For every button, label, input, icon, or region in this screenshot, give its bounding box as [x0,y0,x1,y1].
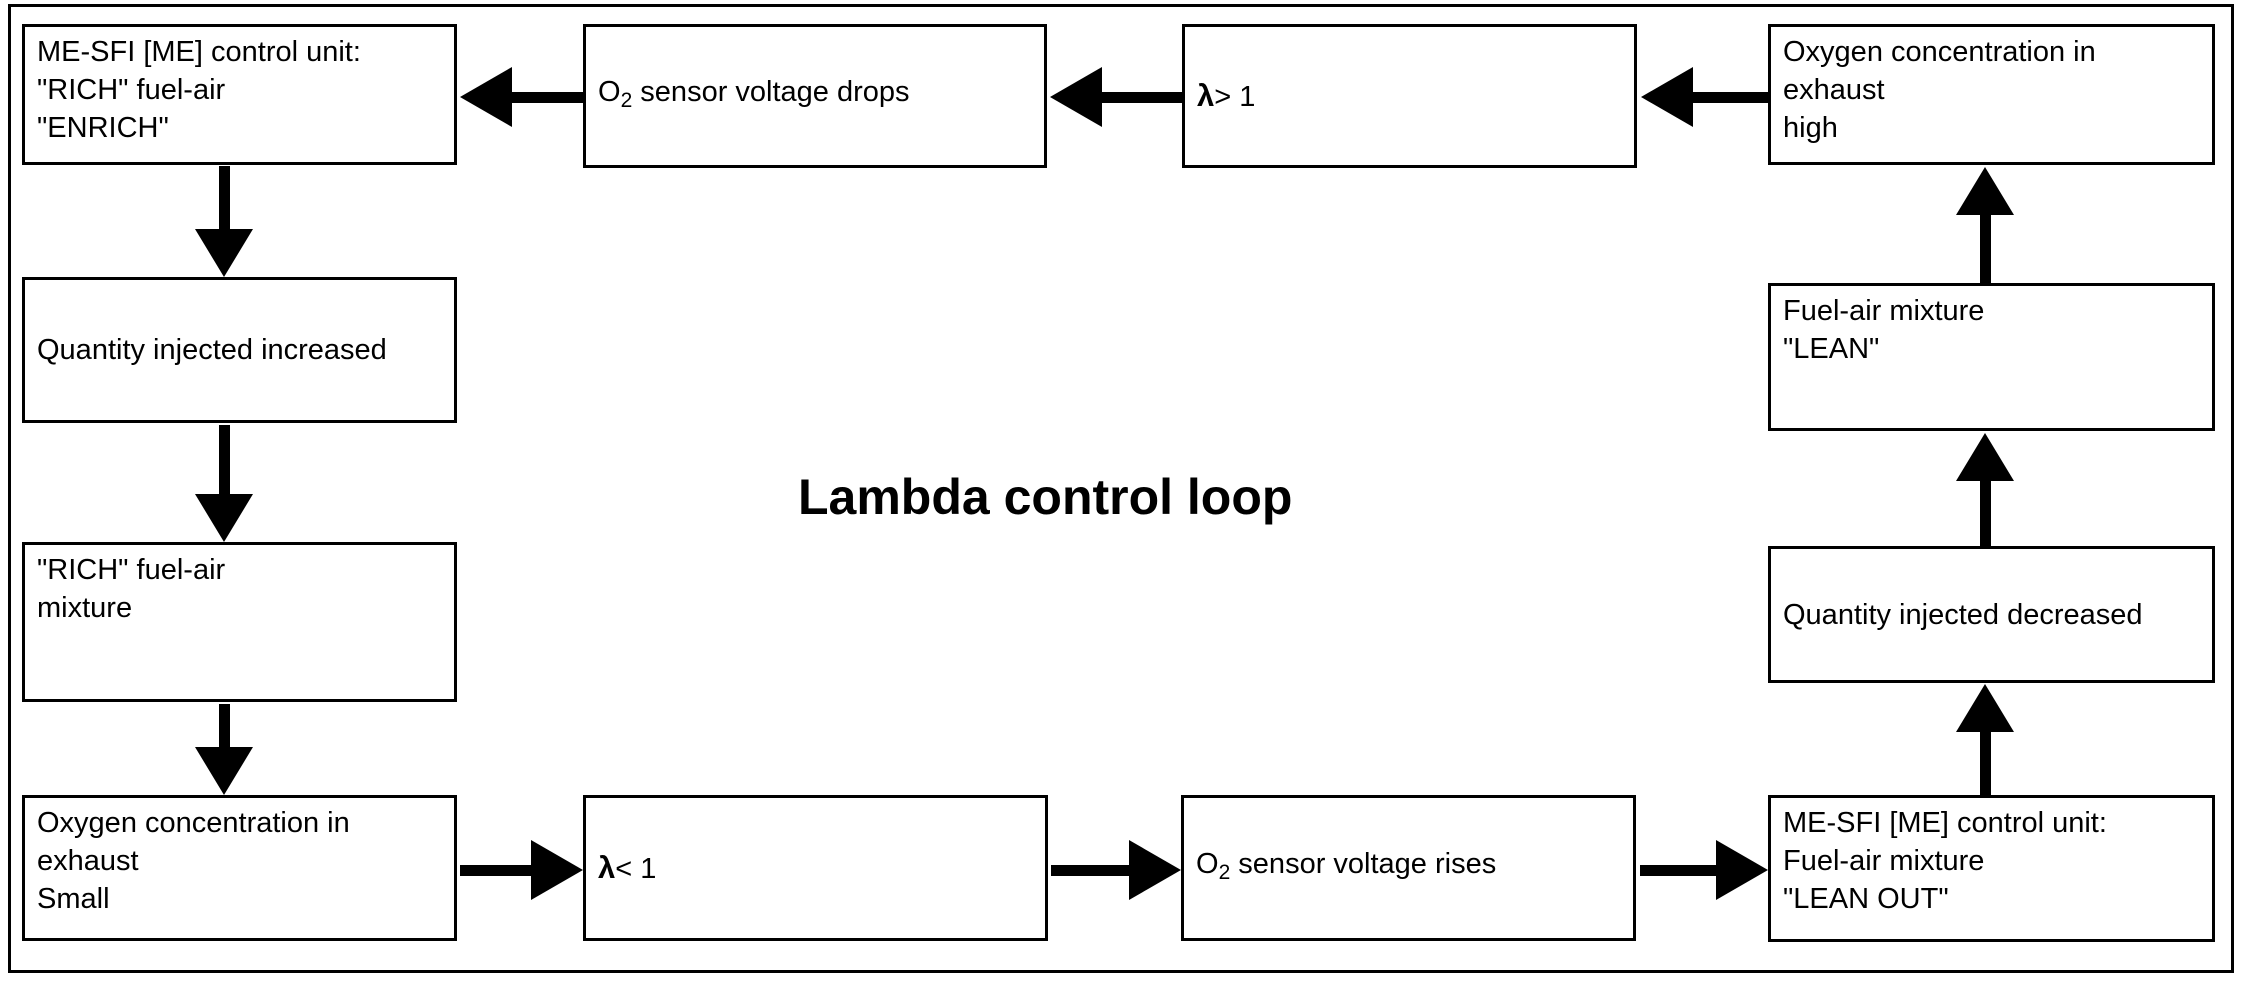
box-text-line: ME-SFI [ME] control unit: [37,36,361,68]
arrow-left-icon [460,67,583,127]
arrow-down-icon [194,425,254,542]
arrow-right-icon [1051,840,1181,900]
box-o2-sensor-voltage-drops: O2 sensor voltage drops [583,24,1047,168]
box-lambda-less-than-1: λ< 1 [583,795,1048,941]
box-text-line: ME-SFI [ME] control unit: [1783,807,2107,839]
arrow-right-icon [1640,840,1768,900]
box-me-sfi-enrich: ME-SFI [ME] control unit: "RICH" fuel-ai… [22,24,457,165]
box-text-line: λ> 1 [1197,77,1256,113]
box-text-line: Small [37,883,110,915]
box-text-line: Oxygen concentration in [37,807,350,839]
box-text-line: O2 sensor voltage drops [598,75,910,112]
box-o2-sensor-voltage-rises: O2 sensor voltage rises [1181,795,1636,941]
box-text-line: "LEAN" [1783,333,1880,365]
box-quantity-injected-decreased: Quantity injected decreased [1768,546,2215,683]
subscript-2: 2 [1218,860,1231,884]
lambda-symbol: λ [1197,77,1215,113]
box-text-line: Oxygen concentration in [1783,36,2096,68]
box-text-line: O2 sensor voltage rises [1196,847,1497,884]
box-quantity-injected-increased: Quantity injected increased [22,277,457,423]
box-text-line: high [1783,112,1838,144]
box-text-line: mixture [37,592,133,624]
box-me-sfi-lean-out: ME-SFI [ME] control unit: Fuel-air mixtu… [1768,795,2215,942]
box-oxygen-concentration-small: Oxygen concentration in exhaust Small [22,795,457,941]
arrow-left-icon [1641,67,1768,127]
lambda-symbol: λ [598,849,616,885]
arrow-left-icon [1050,67,1182,127]
box-text-line: Quantity injected decreased [1783,598,2143,631]
box-fuel-air-mixture-lean: Fuel-air mixture "LEAN" [1768,283,2215,431]
arrow-up-icon [1955,433,2015,546]
arrow-right-icon [460,840,583,900]
box-text-line: Fuel-air mixture [1783,845,1985,877]
arrow-up-icon [1955,167,2015,283]
box-text-line: "RICH" fuel-air [37,74,226,106]
box-oxygen-concentration-high: Oxygen concentration in exhaust high [1768,24,2215,165]
box-text-line: exhaust [1783,74,1885,106]
arrow-down-icon [194,704,254,795]
subscript-2: 2 [620,88,633,112]
box-rich-fuel-air-mixture: "RICH" fuel-air mixture [22,542,457,702]
box-text-line: Fuel-air mixture [1783,295,1985,327]
box-lambda-greater-than-1: λ> 1 [1182,24,1637,168]
box-text-line: Quantity injected increased [37,334,387,366]
box-text-line: "LEAN OUT" [1783,883,1949,915]
arrow-down-icon [194,166,254,277]
box-text-line: λ< 1 [598,849,657,885]
box-text-line: "ENRICH" [37,112,169,144]
box-text-line: "RICH" fuel-air [37,554,226,586]
diagram-title: Lambda control loop [798,469,1293,525]
arrow-up-icon [1955,684,2015,795]
box-text-line: exhaust [37,845,139,877]
